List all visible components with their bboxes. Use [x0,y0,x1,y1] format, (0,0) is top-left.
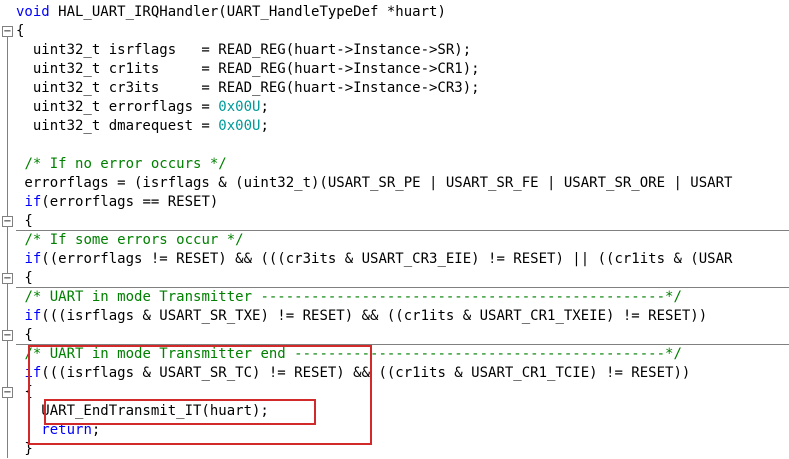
comment-token: /* If some errors occur */ [24,232,244,248]
code-token: uint32_t dmarequest = [16,118,219,134]
block-separator [16,344,789,345]
code-token: { [16,213,33,229]
keyword-token: if [24,194,42,210]
code-line[interactable]: void HAL_UART_IRQHandler(UART_HandleType… [16,3,446,22]
code-line[interactable]: } [16,440,33,459]
code-line[interactable]: { [16,326,33,345]
code-line[interactable]: uint32_t isrflags = READ_REG(huart->Inst… [16,41,471,60]
code-line[interactable]: return; [16,421,100,440]
number-token: 0x00U [218,99,261,115]
keyword-token: void [16,4,50,20]
keyword-token: if [24,251,42,267]
code-line[interactable]: errorflags = (isrflags & (uint32_t)(USAR… [16,174,732,193]
fold-toggle-icon[interactable]: − [2,216,13,227]
code-line[interactable]: uint32_t cr3its = READ_REG(huart->Instan… [16,79,480,98]
keyword-token: return [41,422,92,438]
code-token: uint32_t cr3its = READ_REG(huart->Instan… [16,80,480,96]
highlight-box-end-transmit-call [44,399,316,425]
code-token: uint32_t cr1its = READ_REG(huart->Instan… [16,61,480,77]
code-token: ((errorflags != RESET) && (((cr3its & US… [41,251,733,267]
code-line[interactable]: { [16,269,33,288]
code-token: uint32_t isrflags = READ_REG(huart->Inst… [16,42,472,58]
comment-token: /* UART in mode Transmitter ------------… [24,289,682,305]
code-token: (((isrflags & USART_SR_TC) != RESET) && … [41,365,691,381]
code-token: (errorflags == RESET) [41,194,219,210]
fold-guide-line [7,36,8,458]
number-token: 0x00U [218,118,261,134]
fold-toggle-icon[interactable]: − [2,387,13,398]
code-line[interactable]: if((errorflags != RESET) && (((cr3its & … [16,250,732,269]
code-line[interactable]: uint32_t errorflags = 0x00U; [16,98,269,117]
code-token: (((isrflags & USART_SR_TXE) != RESET) &&… [41,308,708,324]
code-line[interactable]: if(((isrflags & USART_SR_TXE) != RESET) … [16,307,707,326]
code-token: HAL_UART_IRQHandler(UART_HandleTypeDef *… [49,4,446,20]
code-line[interactable]: uint32_t cr1its = READ_REG(huart->Instan… [16,60,480,79]
highlight-box-tc-block [28,345,372,445]
code-token: ; [260,118,269,134]
code-token: ; [91,422,101,438]
fold-toggle-icon[interactable]: − [2,330,13,341]
keyword-token: if [24,308,42,324]
code-token: { [16,23,25,39]
code-line[interactable]: uint32_t dmarequest = 0x00U; [16,117,269,136]
code-token: UART_EndTransmit_IT(huart); [16,403,269,419]
code-line[interactable]: UART_EndTransmit_IT(huart); [16,402,269,421]
code-token: } [16,441,33,457]
code-line[interactable]: if(errorflags == RESET) [16,193,218,212]
code-line[interactable]: { [16,212,33,231]
fold-toggle-icon[interactable]: − [2,26,13,37]
code-token: errorflags = (isrflags & (uint32_t)(USAR… [16,175,733,191]
code-token: { [16,327,33,343]
block-separator [16,230,789,231]
code-token: { [16,270,33,286]
code-token: uint32_t errorflags = [16,99,219,115]
code-line[interactable]: /* UART in mode Transmitter ------------… [16,288,682,307]
code-line[interactable]: { [16,22,24,41]
block-separator [16,287,789,288]
code-line[interactable]: if(((isrflags & USART_SR_TC) != RESET) &… [16,364,690,383]
fold-toggle-icon[interactable]: − [2,273,13,284]
code-line[interactable]: /* If some errors occur */ [16,231,244,250]
code-line[interactable]: /* If no error occurs */ [16,155,227,174]
comment-token: /* If no error occurs */ [24,156,227,172]
code-token: ; [260,99,269,115]
